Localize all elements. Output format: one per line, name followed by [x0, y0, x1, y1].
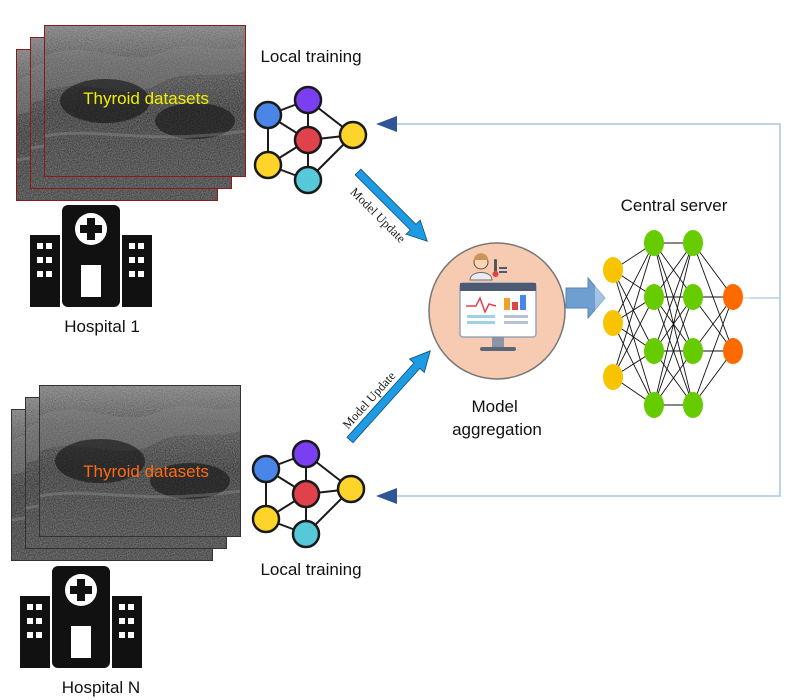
hospital-1-label: Hospital 1 — [64, 317, 140, 336]
server-connection — [692, 296, 734, 406]
return-arrow-bottom — [376, 488, 397, 504]
hospital-building-icon — [20, 566, 142, 668]
server-neuron — [603, 310, 623, 336]
server-connection — [612, 242, 655, 324]
server-neuron — [603, 364, 623, 390]
local-neural-net-icon — [253, 85, 368, 195]
monitor-doctor-icon — [459, 253, 537, 351]
thyroid-image-stack-top: Thyroid datasets — [16, 25, 246, 201]
server-neuron — [683, 284, 703, 310]
local-training-label-bottom: Local training — [260, 560, 361, 579]
hospital-n-label: Hospital N — [62, 678, 140, 697]
thyroid-datasets-label-bottom: Thyroid datasets — [83, 462, 209, 481]
server-neuron — [723, 338, 743, 364]
thyroid-image-stack-bottom: Thyroid datasets — [11, 385, 241, 561]
local-neural-net-icon — [251, 439, 366, 549]
server-neuron — [644, 338, 664, 364]
server-neuron — [683, 338, 703, 364]
server-neuron — [644, 284, 664, 310]
server-connection — [653, 296, 694, 406]
server-neuron — [723, 284, 743, 310]
server-connection — [612, 242, 655, 378]
thyroid-datasets-label-top: Thyroid datasets — [83, 89, 209, 108]
local-training-label-top: Local training — [260, 47, 361, 66]
server-connection — [653, 242, 694, 352]
central-neural-net-icon — [595, 230, 750, 434]
server-connection — [612, 296, 655, 378]
hospital-building-icon — [30, 205, 152, 307]
model-update-arrow-bottom: Model Update — [340, 350, 431, 444]
server-neuron — [683, 230, 703, 256]
server-neuron — [644, 392, 664, 418]
server-connection — [653, 242, 694, 406]
server-neuron — [603, 257, 623, 283]
model-aggregation-label: Model aggregation — [452, 397, 542, 439]
model-aggregation-node — [428, 242, 566, 380]
server-neuron — [644, 230, 664, 256]
return-arrow-top — [376, 116, 397, 132]
model-update-arrow-top: Model Update — [347, 168, 428, 246]
server-neuron — [683, 392, 703, 418]
central-server-label: Central server — [621, 196, 728, 215]
